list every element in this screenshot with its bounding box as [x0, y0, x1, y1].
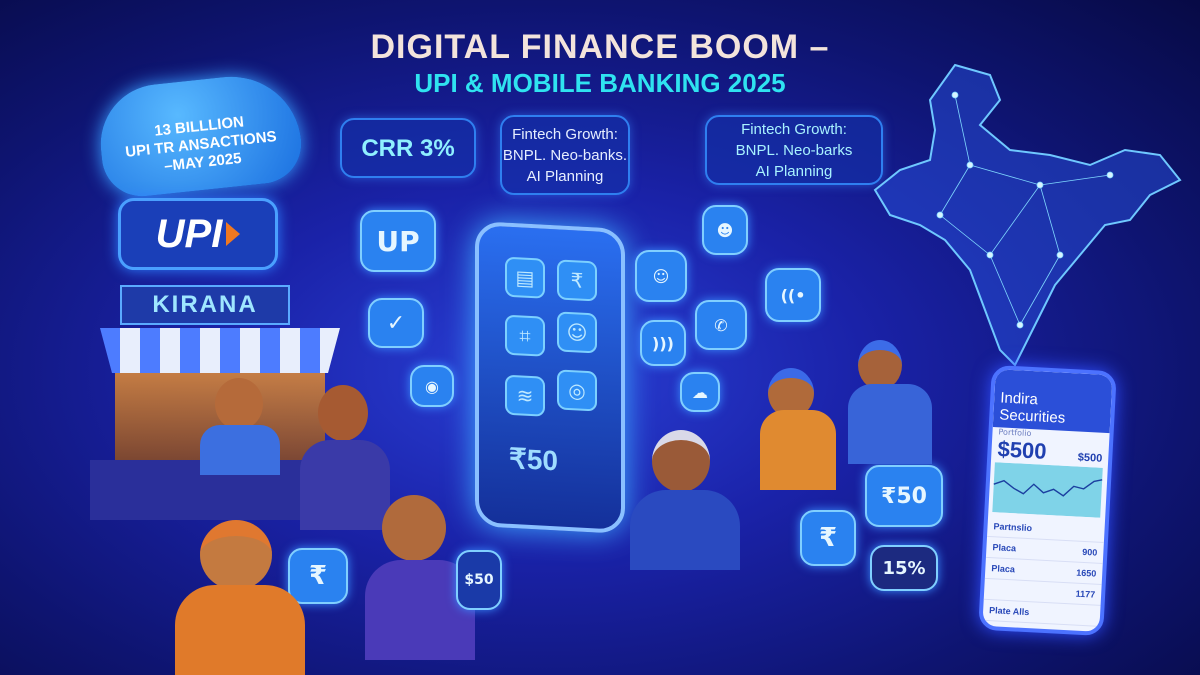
boy-in-cap [858, 340, 902, 390]
row-value: 1177 [1075, 588, 1096, 600]
shopkeeper-body [200, 425, 280, 475]
wallet-icon: ▤ [505, 256, 545, 299]
fintech-line: AI Planning [526, 167, 604, 185]
row-value [1098, 527, 1099, 537]
phone-icon: ✆ [695, 300, 747, 350]
fingerprint-icon: ◎ [557, 369, 597, 412]
up-bubble: UP [360, 210, 436, 272]
signal-icon: ))) [640, 320, 686, 366]
chart-bg [992, 462, 1103, 518]
fintech-line: Fintech Growth: [741, 120, 847, 138]
elderly-woman [652, 430, 710, 492]
boy [382, 495, 446, 561]
man-body [300, 440, 390, 530]
row-value: 1650 [1075, 567, 1097, 579]
fintech-line: Fintech Growth: [512, 125, 618, 143]
upi-arrow-icon [226, 222, 241, 246]
fintech-line: BNPL. Neo-banks. [502, 146, 628, 164]
side-value: $500 [1077, 451, 1103, 465]
elderly-woman-body [630, 490, 740, 570]
rupee-bubble: ₹ [800, 510, 856, 566]
portfolio-chart [992, 462, 1103, 518]
row-value: 900 [1082, 546, 1098, 558]
crr-box: CRR 3% [340, 118, 476, 178]
app-title: Indira Securities [992, 369, 1113, 434]
upi-logo: UPI [118, 198, 278, 270]
boy-in-cap-body [848, 384, 932, 464]
percent-laptop: 15% [870, 545, 938, 591]
check-icon: ✓ [368, 298, 424, 348]
rupee50-bubble: ₹50 [865, 465, 943, 527]
user-icon: ☻ [702, 205, 748, 255]
scan-icon: ⌗ [505, 314, 545, 357]
fintech-box: Fintech Growth: BNPL. Neo-barks AI Plann… [705, 115, 883, 185]
row-label [990, 584, 991, 594]
transactions-cloud: 13 BILLLION UPI TR ANSACTIONS –MAY 2025 [94, 69, 306, 201]
fintech-line: BNPL. Neo-barks [735, 141, 853, 159]
row-value [1094, 611, 1095, 621]
turban-man [200, 520, 272, 590]
main-title: DIGITAL FINANCE BOOM – [370, 28, 830, 66]
india-map [873, 63, 1182, 367]
central-phone: ▤ ₹ ⌗ ☺ ≋ ◎ ₹50 [475, 221, 625, 534]
location-icon: ◉ [410, 365, 454, 407]
rupee-bubble: ₹ [288, 548, 348, 604]
turban-man-body [175, 585, 305, 675]
upi-logo-text: UPI [155, 211, 223, 256]
map-network [936, 91, 1114, 329]
dollar50-phone: $50 [456, 550, 502, 610]
row-label: Placa [992, 542, 1017, 554]
row-label: Placa [991, 563, 1016, 575]
rupee-icon: ₹ [557, 259, 597, 302]
kirana-sign: KIRANA [120, 285, 290, 325]
balance: $500 [996, 436, 1048, 464]
row-label: Plate Alls [988, 605, 1030, 618]
phone-amount: ₹50 [509, 442, 558, 477]
user-icon: ☺ [557, 311, 597, 354]
shopkeeper [215, 378, 263, 430]
wifi-icon: ((• [765, 268, 821, 322]
profile-icon: ☺ [635, 250, 687, 302]
subtitle: UPI & MOBILE BANKING 2025 [414, 68, 786, 98]
fintech-line: AI Planning [755, 162, 833, 180]
row-label: Partnslio [993, 521, 1033, 534]
man-with-phone [318, 385, 368, 441]
securities-app-phone: Indira Securities Portfolio $500$500 Par… [978, 364, 1117, 637]
man-in-cap-body [760, 410, 836, 490]
bank-icon: ≋ [505, 374, 545, 417]
chart-line [993, 479, 1103, 497]
fintech-box: Fintech Growth: BNPL. Neo-banks. AI Plan… [500, 115, 630, 195]
man-in-cap [768, 368, 814, 418]
shop-awning [100, 328, 340, 373]
cloud-icon: ☁ [680, 372, 720, 412]
india-map-shape [873, 63, 1182, 367]
